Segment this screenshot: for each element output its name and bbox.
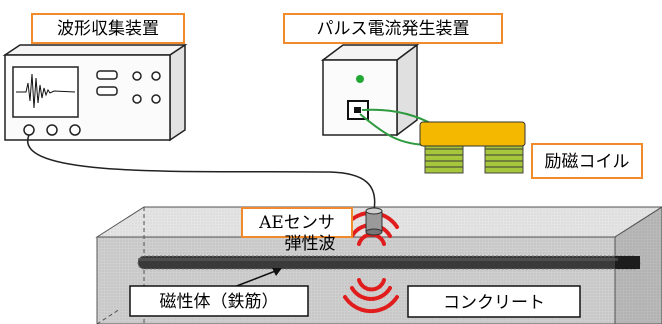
label-pulse-generator: パルス電流発生装置 [283, 13, 503, 44]
waveform-trace [16, 73, 76, 109]
ae-sensor [365, 207, 383, 236]
label-concrete: コンクリート [407, 285, 581, 318]
rebar-pointer-arrow [233, 268, 282, 288]
label-elastic-wave: 弾性波 [285, 234, 336, 254]
rebar [137, 255, 641, 270]
svg-text:励磁コイル: 励磁コイル [545, 152, 630, 172]
coil-core [419, 121, 526, 147]
label-ae-sensor: AEセンサ [241, 207, 353, 238]
svg-text:パルス電流発生装置: パルス電流発生装置 [317, 19, 470, 39]
svg-text:磁性体（鉄筋）: 磁性体（鉄筋） [160, 292, 279, 312]
label-magnetic-body: 磁性体（鉄筋） [129, 285, 309, 317]
label-waveform-recorder: 波形収集装置 [31, 13, 185, 44]
indicator-light [356, 75, 364, 83]
svg-text:波形収集装置: 波形収集装置 [57, 19, 159, 39]
pulse-generator [320, 43, 420, 137]
oscilloscope [2, 43, 188, 142]
svg-text:コンクリート: コンクリート [443, 293, 545, 313]
label-excitation-coil: 励磁コイル [531, 143, 643, 179]
sensor-cable [26, 134, 376, 211]
excitation-coil [419, 121, 526, 174]
svg-text:AEセンサ: AEセンサ [258, 213, 335, 233]
